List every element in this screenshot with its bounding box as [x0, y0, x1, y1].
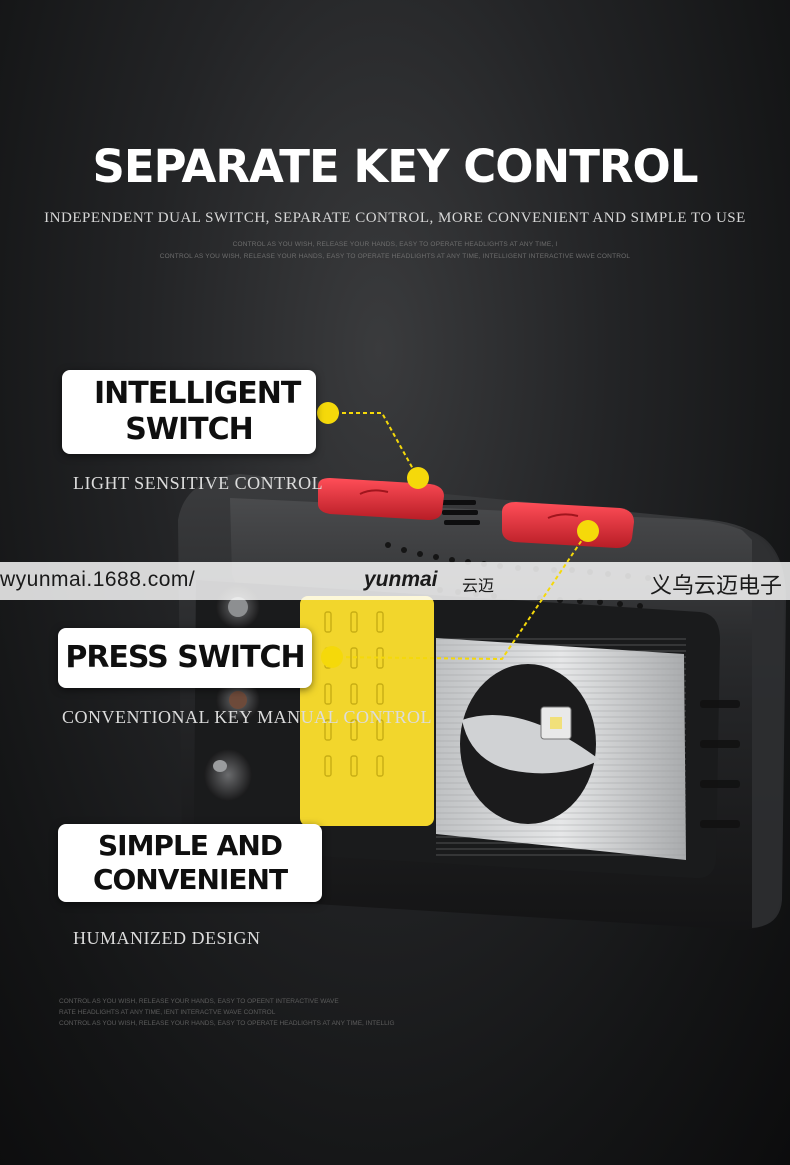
feature-desc-light-sensitive: LIGHT SENSITIVE CONTROL — [73, 473, 324, 493]
callout-line-press — [331, 530, 589, 661]
watermark-brand: yunmai — [364, 568, 438, 591]
feature-label-press-switch: PRESS SWITCH — [58, 628, 312, 688]
feature-desc-humanized: HUMANIZED DESIGN — [73, 928, 261, 948]
feature-title: INTELLIGENT SWITCH — [94, 376, 301, 447]
footer-fine-line-1: CONTROL AS YOU WISH, RELEASE YOUR HANDS,… — [59, 998, 339, 1005]
callout-line-intelligent — [328, 412, 419, 479]
watermark-band — [0, 562, 790, 600]
watermark-url: wyunmai.1688.com/ — [0, 568, 196, 591]
feature-title: PRESS SWITCH — [65, 640, 305, 675]
callout-dot-press-start — [321, 646, 343, 668]
feature-desc-manual-control: CONVENTIONAL KEY MANUAL CONTROL — [62, 707, 432, 727]
sensor-bottom — [204, 749, 252, 801]
intelligent-switch-button — [318, 478, 444, 520]
footer-fine-line-2: RATE HEADLIGHTS AT ANY TIME, IENT INTERA… — [59, 1009, 276, 1016]
press-switch-button — [502, 502, 634, 548]
callout-dot-intelligent-end — [407, 467, 429, 489]
page-title: SEPARATE KEY CONTROL — [92, 140, 699, 193]
callout-dot-press-end — [577, 520, 599, 542]
fine-print-line-2: CONTROL AS YOU WISH, RELEASE YOUR HANDS,… — [159, 253, 631, 260]
fine-print-line-1: CONTROL AS YOU WISH, RELEASE YOUR HANDS,… — [232, 241, 558, 248]
page-subtitle: INDEPENDENT DUAL SWITCH, SEPARATE CONTRO… — [44, 210, 746, 226]
feature-title: SIMPLE AND CONVENIENT — [92, 829, 288, 896]
watermark-brand-cn: 云迈 — [462, 578, 495, 595]
callout-dot-intelligent-start — [317, 402, 339, 424]
feature-label-intelligent-switch: INTELLIGENT SWITCH — [62, 370, 316, 454]
watermark-company: 义乌云迈电子 — [650, 573, 783, 598]
footer-fine-line-3: CONTROL AS YOU WISH, RELEASE YOUR HANDS,… — [59, 1020, 395, 1027]
feature-label-simple-convenient: SIMPLE AND CONVENIENT — [58, 824, 322, 902]
